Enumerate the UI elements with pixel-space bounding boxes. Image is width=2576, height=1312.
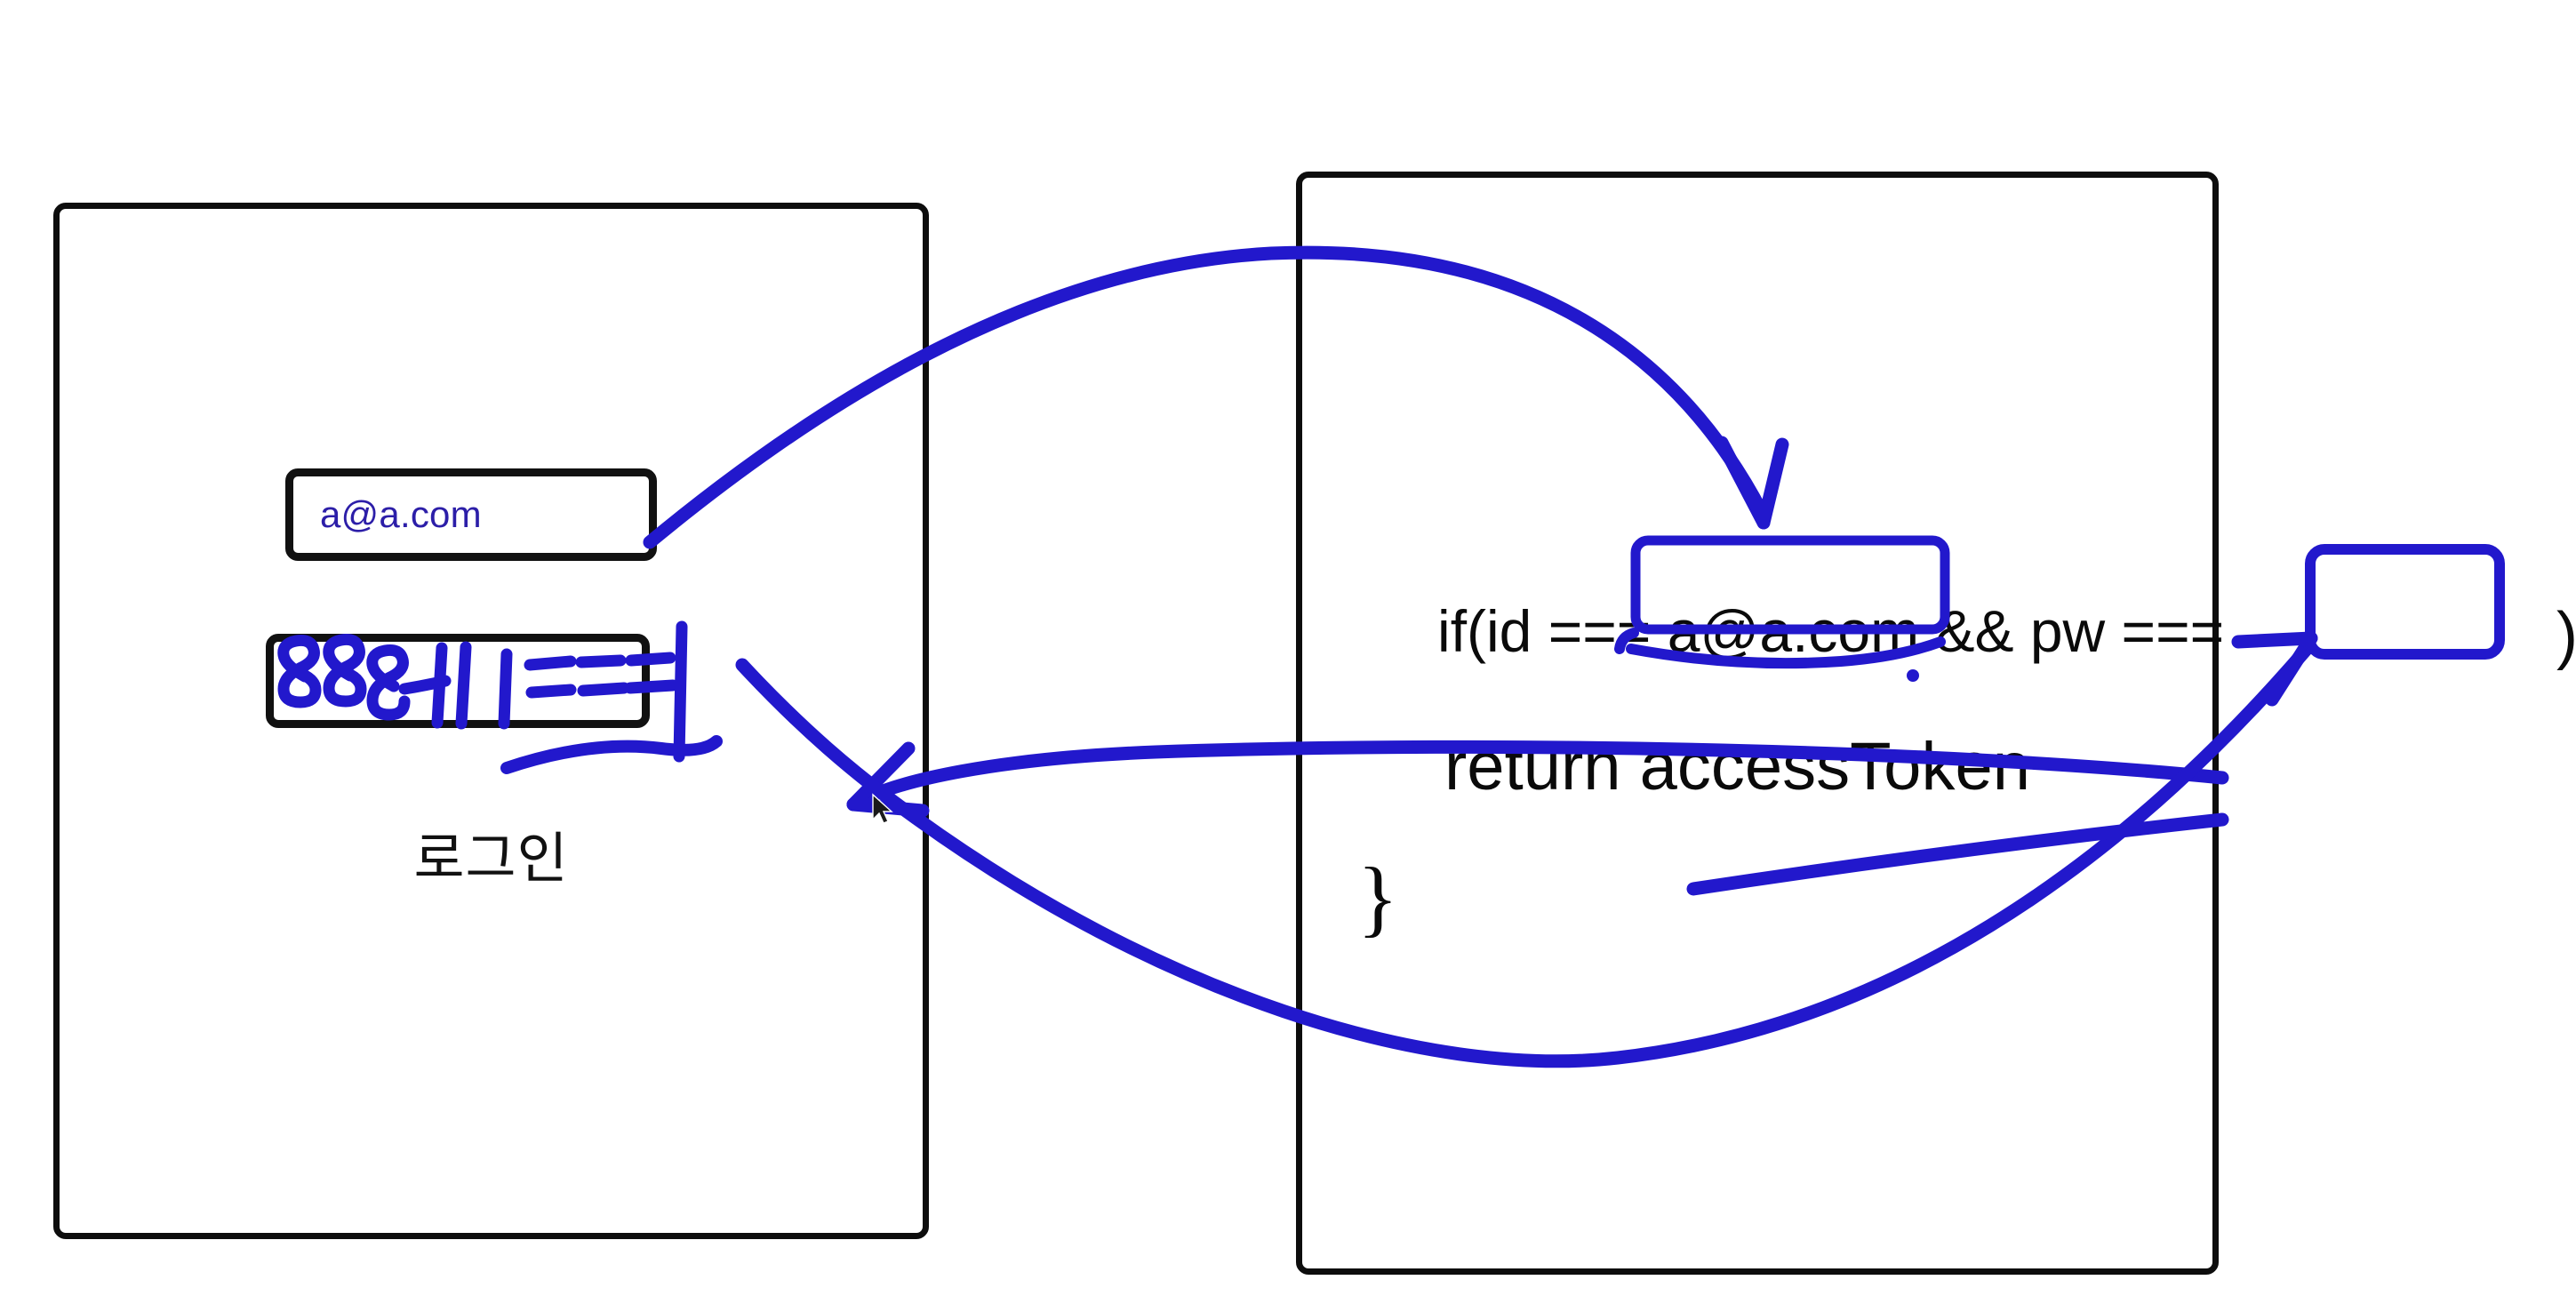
- code-condition-line: if(id === a@a.com && pw ===: [1340, 543, 2241, 719]
- code-boxed-email: a@a.com: [1667, 598, 1920, 664]
- code-return-line: return accessToken: [1444, 729, 2030, 804]
- email-field-value: a@a.com: [320, 493, 482, 535]
- code-and-pw: && pw ===: [1919, 598, 2241, 664]
- code-panel: if(id === a@a.com && pw === ){ return ac…: [1296, 172, 2576, 1275]
- code-paren-and-open-brace: ){: [2450, 540, 2576, 732]
- mouse-cursor: [872, 793, 893, 824]
- login-submit-label[interactable]: 로그인: [413, 828, 569, 890]
- email-field[interactable]: a@a.com: [285, 468, 657, 561]
- login-panel: a@a.com 로그인: [53, 203, 929, 1239]
- code-closing-brace: }: [1357, 850, 1399, 945]
- code-close-paren: ): [2556, 600, 2576, 671]
- code-if-prefix: if(id ===: [1437, 598, 1668, 664]
- password-field[interactable]: [266, 634, 650, 728]
